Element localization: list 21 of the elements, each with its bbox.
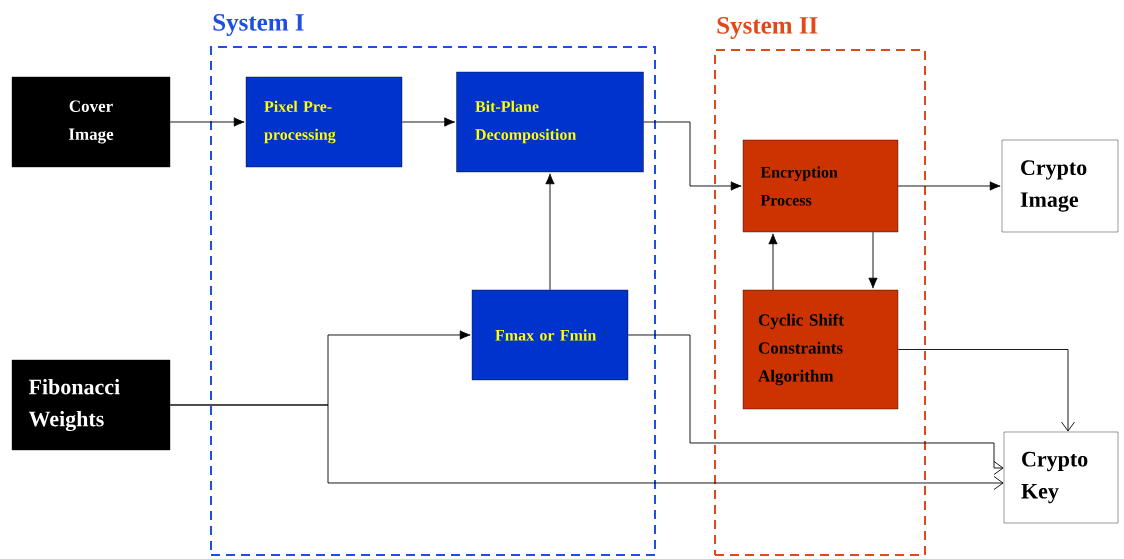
arrow (868, 231, 878, 289)
arrow (897, 181, 1001, 191)
arrow (169, 404, 1004, 490)
process-box: Pixel Pre-processing (245, 76, 403, 168)
arrow (768, 233, 778, 291)
group-title: System I (213, 14, 304, 36)
group-title: System II (717, 17, 818, 39)
input-box: Cover Image (11, 76, 171, 168)
process-box: Encryption Process (742, 139, 899, 233)
arrow (643, 121, 742, 191)
arrow (401, 117, 456, 127)
output-box: Crypto Key (1003, 431, 1119, 524)
output-box: Crypto Image (1001, 139, 1119, 233)
arrow (897, 349, 1075, 432)
process-box: Cyclic Shift Constraints Algorithm (742, 289, 899, 410)
input-box: Fibonacci Weights (11, 359, 171, 451)
process-box: Bit-Plane Decomposition (456, 71, 644, 173)
arrow (169, 117, 245, 127)
arrow (545, 173, 555, 291)
arrow (627, 334, 1004, 475)
process-box: Fmax or Fmin (471, 289, 629, 381)
